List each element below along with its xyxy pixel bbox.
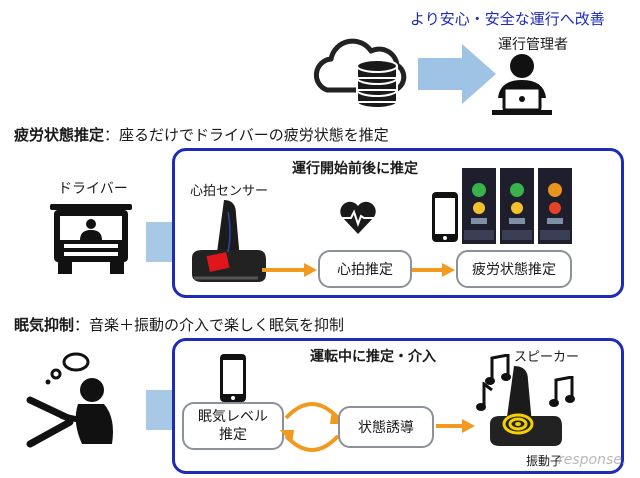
fatigue-flow-arrow-2 xyxy=(412,263,455,277)
improvement-text: より安心・安全な運行へ改善 xyxy=(410,10,605,28)
manager-icon xyxy=(492,54,552,115)
heartbeat-box-label: 心拍推定 xyxy=(337,262,393,278)
fatigue-box-label: 疲労状態推定 xyxy=(472,262,556,278)
sensor-label: 心拍センサー xyxy=(190,184,269,199)
induction-arrow xyxy=(436,419,475,433)
fatigue-box: 疲労状態推定 xyxy=(456,250,572,288)
drowsiness-heading-bold: 眠気抑制 xyxy=(14,316,75,334)
drowsiness-connector xyxy=(146,390,174,430)
drowsiness-heading-rest: ：音楽＋振動の介入で楽しく眠気を抑制 xyxy=(74,316,345,334)
heartbeat-box: 心拍推定 xyxy=(318,250,412,288)
fatigue-heading-bold: 疲労状態推定 xyxy=(14,126,105,144)
fatigue-heading: 疲労状態推定：座るだけでドライバーの疲労状態を推定 xyxy=(14,124,389,145)
to-manager-arrow xyxy=(418,44,496,104)
drowsiness-level-line1: 眠気レベル xyxy=(198,409,268,425)
music-note-icon xyxy=(476,382,493,411)
smartphone-icon xyxy=(432,192,458,242)
driver-label: ドライバー xyxy=(58,181,128,197)
heart-icon xyxy=(340,201,376,234)
drowsiness-level-box: 眠気レベル 推定 xyxy=(182,402,284,450)
drowsiness-level-line2: 推定 xyxy=(219,427,247,443)
drowsy-driver-icon xyxy=(26,352,113,448)
fatigue-flow-arrow-1 xyxy=(262,263,317,277)
music-note-icon xyxy=(549,376,575,407)
cloud-database-icon xyxy=(313,38,407,109)
sensor-seat-icon xyxy=(192,200,266,282)
state-induction-label: 状態誘導 xyxy=(358,420,414,436)
feedback-loop-arrows xyxy=(280,402,344,452)
fatigue-connector xyxy=(146,222,174,262)
vibration-seat-icon xyxy=(490,366,562,446)
drowsiness-heading: 眠気抑制：音楽＋振動の介入で楽しく眠気を抑制 xyxy=(14,314,344,335)
smartphone-icon xyxy=(220,354,246,402)
fatigue-heading-rest: ：座るだけでドライバーの疲労状態を推定 xyxy=(104,126,389,144)
app-screens xyxy=(462,168,572,244)
music-note-icon xyxy=(485,354,511,385)
watermark: response. xyxy=(558,452,627,468)
vibrator-label: 振動子 xyxy=(526,454,563,468)
state-induction-box: 状態誘導 xyxy=(338,406,434,448)
drowsiness-panel-title: 運転中に推定・介入 xyxy=(310,349,436,365)
truck-icon xyxy=(50,204,132,274)
speaker-label: スピーカー xyxy=(514,350,580,365)
fatigue-panel-title: 運行開始前後に推定 xyxy=(292,161,418,177)
manager-label: 運行管理者 xyxy=(498,37,568,53)
